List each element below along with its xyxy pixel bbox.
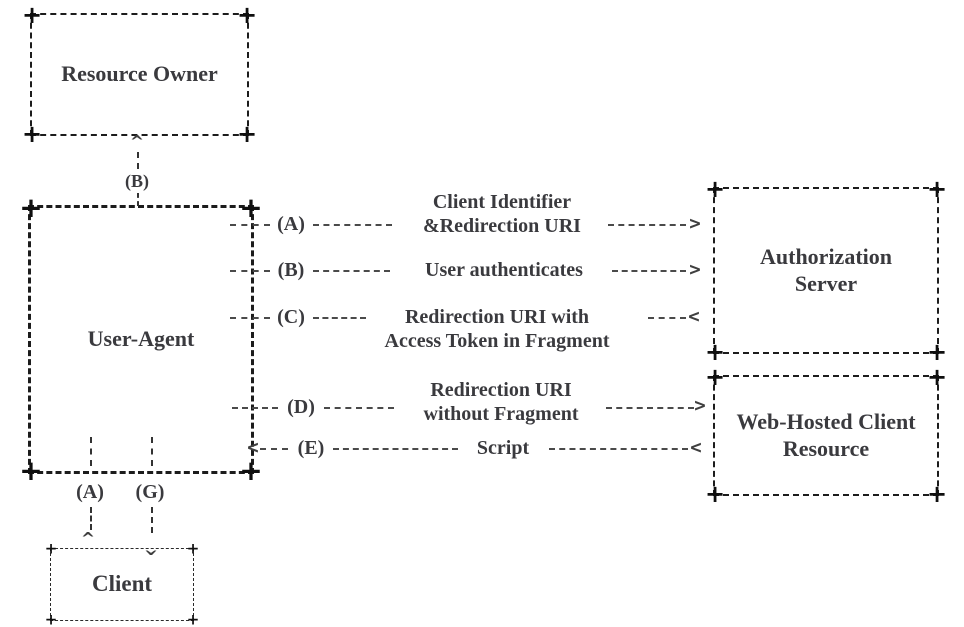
flow-c-line [313,317,366,319]
flow-a-client-tag: (A) [76,481,104,503]
left-arrowhead-icon: < [247,436,259,459]
flow-a-text-line2: &Redirection URI [423,215,581,237]
corner-plus-mark: + [239,454,263,487]
flow-d-text: Redirection URI without Fragment [424,378,579,426]
flow-b-line [230,270,270,272]
flow-a-text-line1: Client Identifier [432,191,572,213]
resource-owner-box: Resource Owner + + + + [22,3,257,146]
client-box: Client + + + + [45,541,200,627]
right-arrowhead-icon: > [689,258,701,281]
flow-b-vertical-line [137,193,139,206]
corner-plus-mark: + [44,610,58,627]
corner-plus-mark: + [44,539,58,558]
web-hosted-client-resource-label: Web-Hosted Client Resource [736,409,915,463]
up-arrowhead-icon: ^ [129,132,145,153]
corner-plus-mark: + [19,454,43,487]
flow-a-line [313,224,392,226]
down-arrowhead-icon: ^ [143,537,159,558]
flow-d-line [232,407,278,409]
corner-plus-mark: + [186,539,200,558]
authorization-server-label-line1: Authorization [760,243,892,269]
corner-plus-mark: + [21,120,43,148]
corner-plus-mark: + [704,480,726,508]
flow-a-tag: (A) [277,213,305,235]
right-arrowhead-icon: > [694,394,706,417]
flow-c-line [648,317,686,319]
flow-e-line [333,448,458,450]
corner-plus-mark: + [704,175,726,203]
flow-d-line [606,407,694,409]
corner-plus-mark: + [926,363,948,391]
flow-b-line [612,270,686,272]
client-label: Client [91,571,153,597]
web-hosted-client-resource-box: Web-Hosted Client Resource + + + + [705,365,947,506]
flow-e-text: Script [476,437,530,459]
corner-plus-mark: + [926,338,948,366]
flow-b-line [313,270,390,272]
flow-c-text-line2: Access Token in Fragment [384,330,610,352]
flow-d-line [324,407,394,409]
left-arrowhead-icon: < [688,305,700,328]
flow-a-client-line [90,507,92,530]
flow-g-client-tag: (G) [135,481,165,503]
flow-g-client-line [151,507,153,533]
corner-plus-mark: + [21,1,43,29]
flow-d-text-line1: Redirection URI [430,379,572,401]
corner-plus-mark: + [19,191,43,224]
flow-d-tag: (D) [287,396,315,418]
corner-plus-mark: + [704,338,726,366]
flow-e-tag: (E) [297,437,325,459]
authorization-server-label-line2: Server [794,270,858,296]
flow-a-line [230,224,270,226]
flow-e-line [260,448,288,450]
flow-b-tag: (B) [277,259,305,281]
web-hosted-label-line1: Web-Hosted Client [736,408,916,434]
user-agent-label: User-Agent [87,326,195,352]
web-hosted-label-line2: Resource [782,435,870,461]
resource-owner-label: Resource Owner [61,61,218,87]
up-arrowhead-icon: ^ [80,529,96,550]
right-arrowhead-icon: > [689,212,701,235]
flow-c-tag: (C) [277,306,305,328]
corner-plus-mark: + [926,480,948,508]
corner-plus-mark: + [236,1,258,29]
flow-a-line [608,224,686,226]
corner-plus-mark: + [704,363,726,391]
authorization-server-label: Authorization Server [760,244,892,298]
flow-g-client-line [151,437,153,466]
corner-plus-mark: + [926,175,948,203]
flow-b-vertical-tag: (B) [125,171,149,191]
flow-d-text-line2: without Fragment [423,403,579,425]
corner-plus-mark: + [236,120,258,148]
flow-c-line [230,317,270,319]
flow-a-text: Client Identifier &Redirection URI [423,190,581,238]
flow-c-text: Redirection URI with Access Token in Fra… [385,305,610,353]
authorization-server-box: Authorization Server + + + + [705,177,947,364]
user-agent-box: User-Agent + + + + [19,194,262,485]
flow-c-text-line1: Redirection URI with [404,306,590,328]
flow-b-text: User authenticates [425,259,583,281]
left-arrowhead-icon: < [690,436,702,459]
corner-plus-mark: + [239,191,263,224]
flow-a-client-line [90,437,92,466]
corner-plus-mark: + [186,610,200,627]
flow-e-line [549,448,688,450]
flow-b-vertical-line [137,152,139,169]
